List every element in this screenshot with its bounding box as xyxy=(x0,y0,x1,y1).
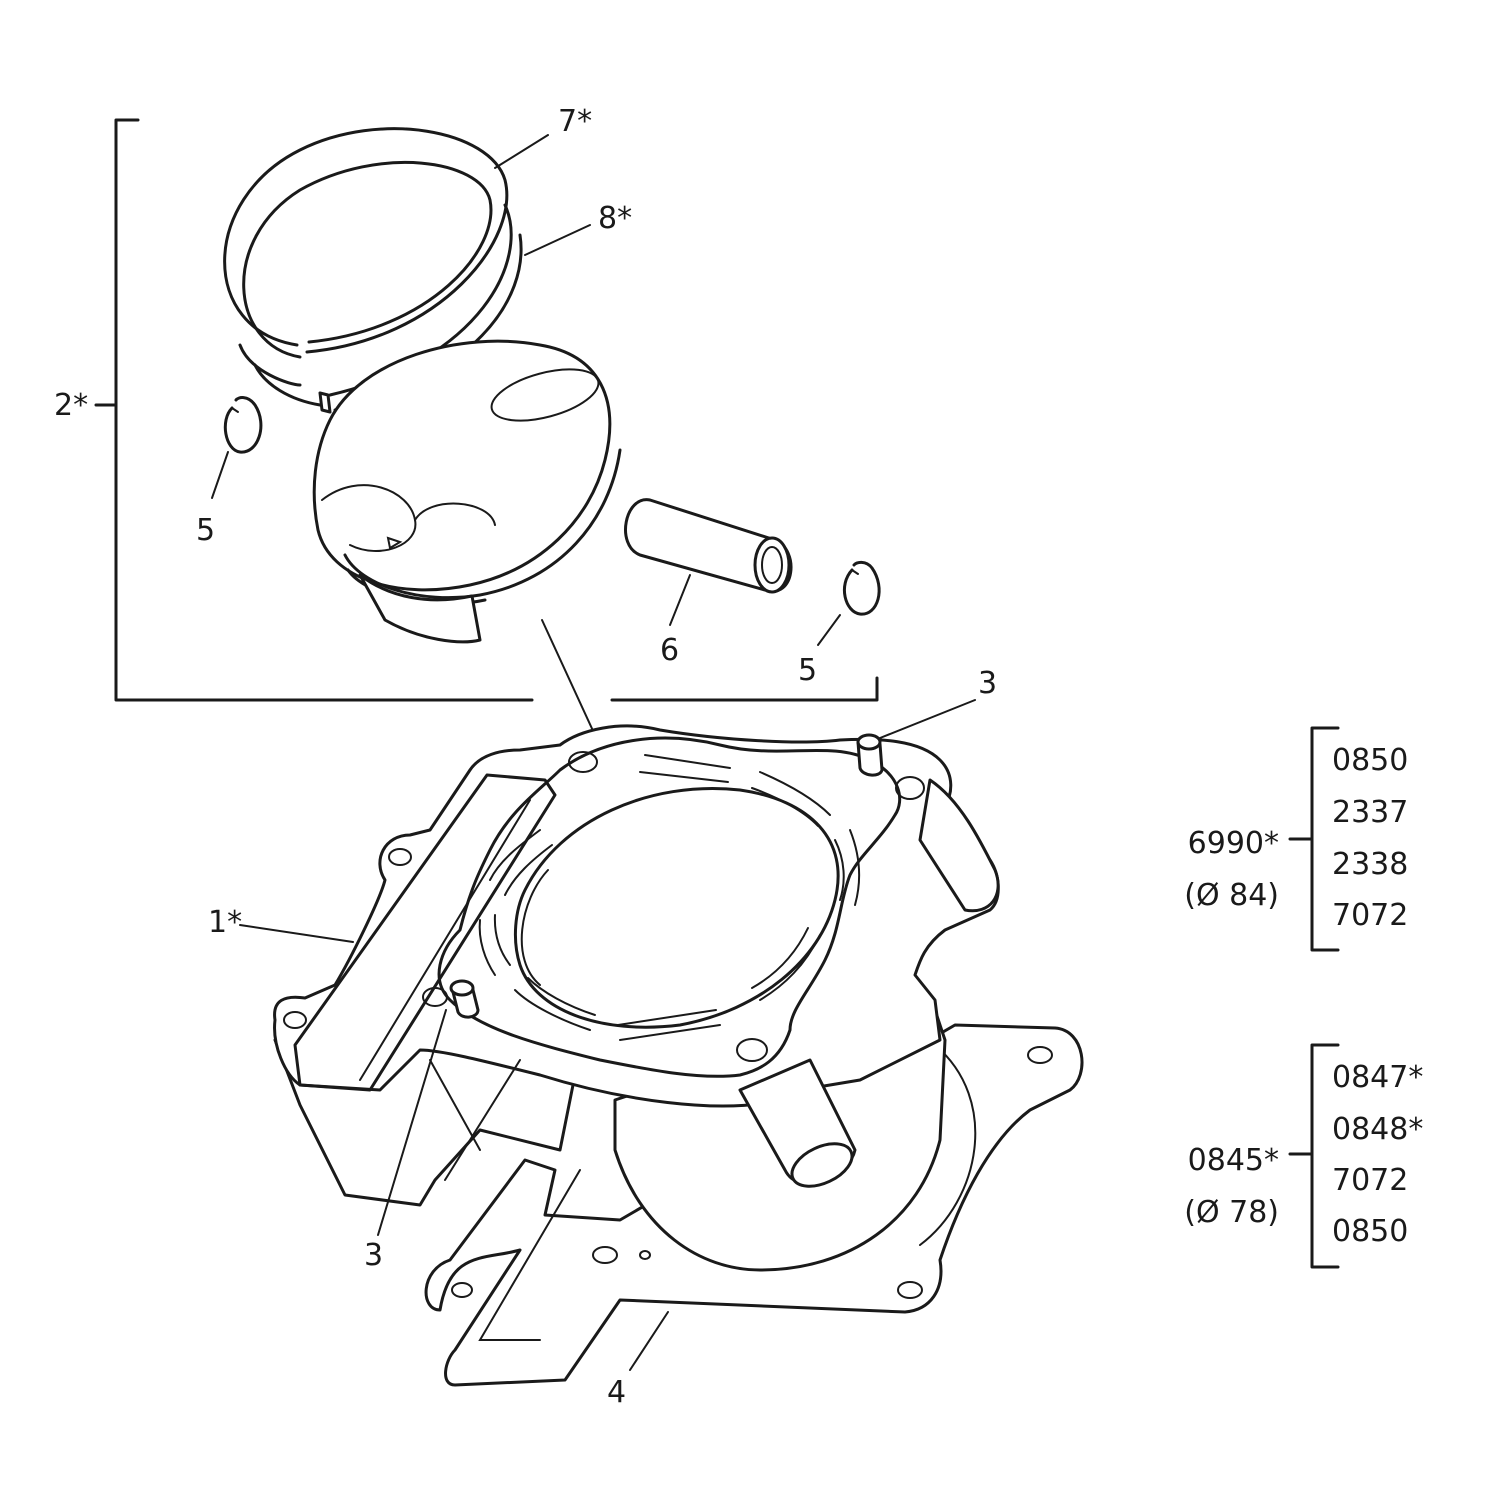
circlip-right xyxy=(842,560,881,616)
label-base-gasket: 4 xyxy=(607,1375,626,1410)
variant-model: 0850 xyxy=(1332,1214,1408,1249)
circlip-left xyxy=(223,396,263,454)
variant-model: 2337 xyxy=(1332,795,1408,830)
label-compression-ring: 7* xyxy=(558,104,592,139)
variant-model: 2338 xyxy=(1332,847,1408,882)
leader-lines xyxy=(211,134,976,1371)
variant-group-0845: 0845* (Ø 78) 0847* 0848* 7072 0850 xyxy=(1184,1043,1423,1269)
cylinder xyxy=(273,724,1000,1272)
variant-model: 0850 xyxy=(1332,743,1408,778)
label-circlip-right: 5 xyxy=(798,653,817,688)
variant-code: 6990* xyxy=(1188,826,1279,861)
label-oil-ring: 8* xyxy=(598,201,632,236)
compression-ring xyxy=(223,127,509,387)
label-dowel-pin-left: 3 xyxy=(364,1238,383,1273)
variant-model: 7072 xyxy=(1332,898,1408,933)
variant-model: 0847* xyxy=(1332,1060,1423,1095)
variant-code: 0845* xyxy=(1188,1143,1279,1178)
label-piston-assembly: 2* xyxy=(54,388,88,423)
variant-bore: (Ø 84) xyxy=(1184,878,1279,913)
piston-assembly-bracket xyxy=(94,118,879,702)
variant-model: 7072 xyxy=(1332,1163,1408,1198)
label-piston-pin: 6 xyxy=(660,633,679,668)
variant-model: 0848* xyxy=(1332,1112,1423,1147)
label-circlip-left: 5 xyxy=(196,513,215,548)
variant-group-6990: 6990* (Ø 84) 0850 2337 2338 7072 xyxy=(1184,726,1408,952)
variant-bore: (Ø 78) xyxy=(1184,1195,1279,1230)
dowel-pin-left xyxy=(449,979,480,1019)
callout-labels: 7* 8* 2* 5 6 5 3 1* 3 4 xyxy=(54,104,997,1410)
label-cylinder: 1* xyxy=(208,905,242,940)
piston-pin xyxy=(624,498,793,594)
piston xyxy=(312,339,622,644)
dowel-pin-right xyxy=(856,733,884,777)
label-dowel-pin-right: 3 xyxy=(978,666,997,701)
